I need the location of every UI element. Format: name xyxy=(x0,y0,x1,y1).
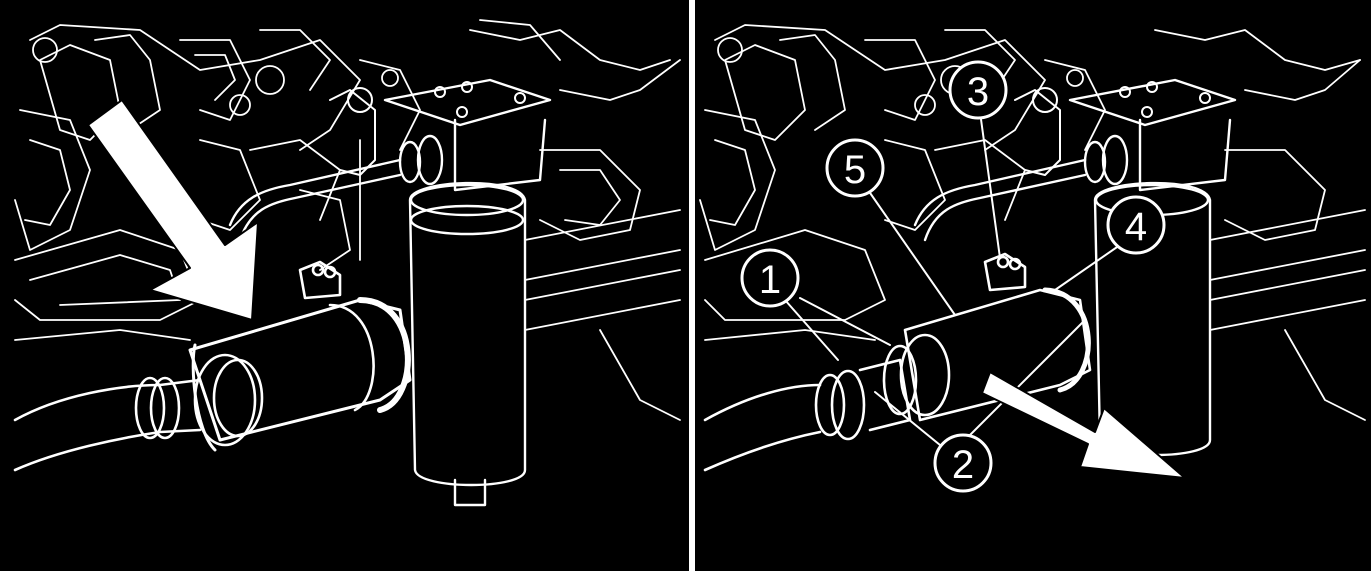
leader-lines xyxy=(784,111,1121,446)
callout-label: 3 xyxy=(967,70,989,114)
filter-canister xyxy=(408,118,547,507)
callout-label: 5 xyxy=(844,148,866,192)
callout-label: 1 xyxy=(759,258,781,302)
callout-4: 4 xyxy=(1106,195,1166,255)
panel-divider xyxy=(689,0,695,571)
right-panel xyxy=(699,24,1366,479)
filter-bracket-right xyxy=(1014,78,1237,176)
callout-label: 2 xyxy=(952,443,974,487)
hose-coupler-right xyxy=(703,252,1092,472)
callout-label: 4 xyxy=(1125,205,1147,249)
callout-1: 1 xyxy=(740,248,800,308)
removal-arrow-icon xyxy=(981,371,1186,479)
oil-line-right xyxy=(913,134,1129,242)
direction-arrow-icon xyxy=(87,99,259,321)
callout-3: 3 xyxy=(948,60,1008,120)
oil-line xyxy=(228,134,444,242)
engine-block-linework xyxy=(14,19,681,421)
engine-block-linework-right xyxy=(699,24,1366,421)
left-panel xyxy=(13,19,681,507)
hose-coupler xyxy=(13,260,412,472)
callout-5: 5 xyxy=(825,138,885,198)
filter-bracket xyxy=(329,78,552,176)
callout-2: 2 xyxy=(933,433,993,493)
